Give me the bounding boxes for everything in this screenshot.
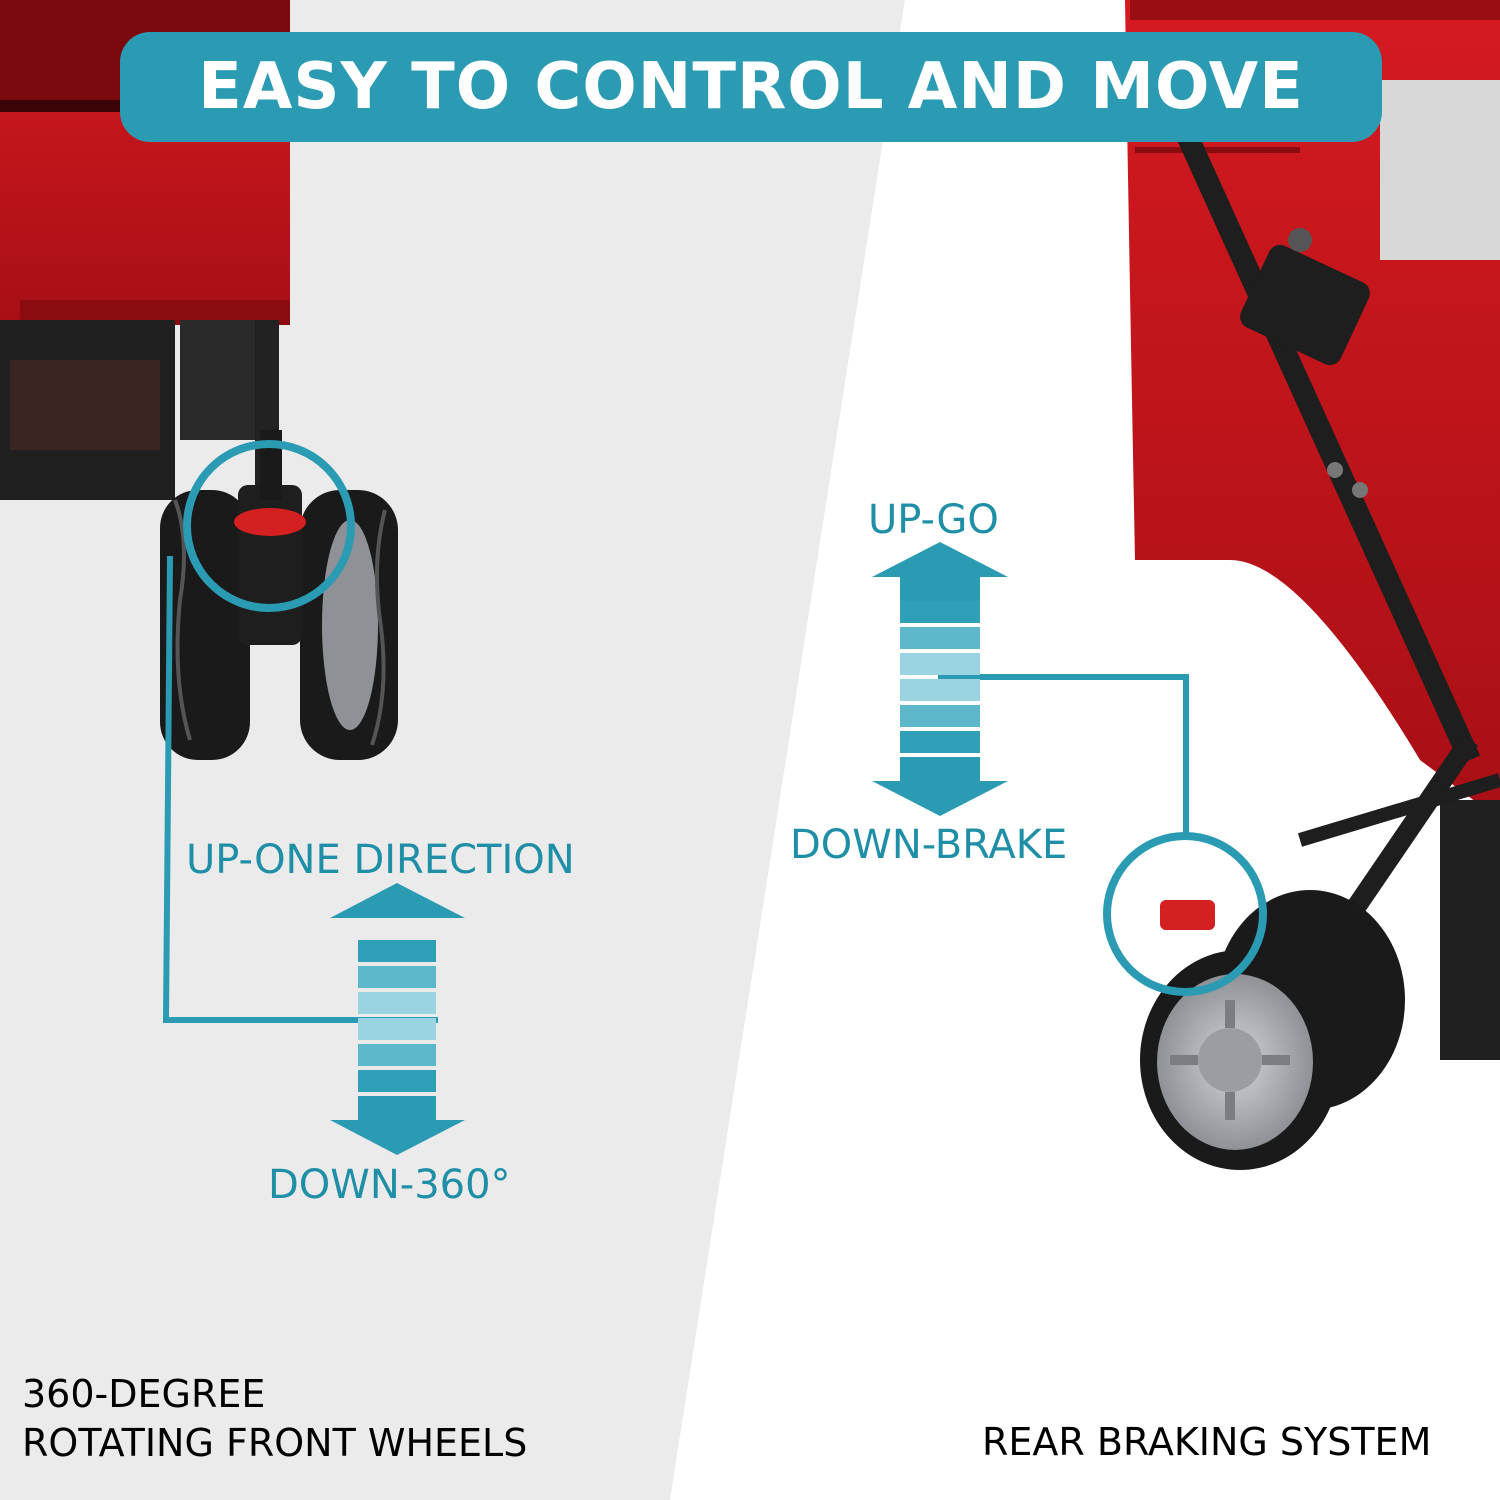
left-caption-line2: ROTATING FRONT WHEELS <box>22 1421 528 1466</box>
left-up-label: UP-ONE DIRECTION <box>186 837 575 883</box>
left-caption-line1: 360-DEGREE <box>22 1372 266 1416</box>
front-wheel-assembly <box>160 430 398 760</box>
rear-frame <box>1169 115 1500 966</box>
left-caption: 360-DEGREE ROTATING FRONT WHEELS <box>22 1370 527 1469</box>
right-connector-line <box>938 674 1189 837</box>
right-caption: REAR BRAKING SYSTEM <box>982 1420 1432 1464</box>
right-down-label: DOWN-BRAKE <box>790 822 1068 868</box>
title-banner: EASY TO CONTROL AND MOVE <box>120 32 1382 142</box>
left-connector-line <box>162 555 438 1023</box>
right-up-label: UP-GO <box>868 497 999 543</box>
banner-title: EASY TO CONTROL AND MOVE <box>198 50 1304 124</box>
right-direction-arrow <box>872 542 1008 816</box>
rear-wheel-assembly <box>1140 890 1405 1170</box>
left-direction-arrow <box>330 883 465 1155</box>
front-wheel-highlight-circle <box>183 440 355 612</box>
left-down-label: DOWN-360° <box>268 1162 511 1208</box>
